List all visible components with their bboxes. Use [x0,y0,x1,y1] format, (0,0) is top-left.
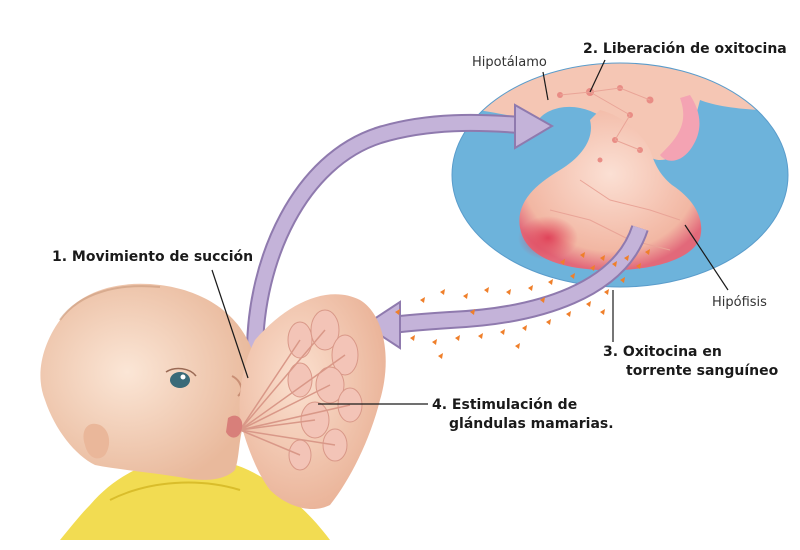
pituitary-label: Hipófisis [712,295,767,310]
baby-and-breast [40,283,386,540]
step-3-label: 3. Oxitocina en torrente sanguíneo [603,343,778,381]
step-3-line-1: 3. Oxitocina en [603,344,722,360]
oxytocin-particles [395,249,650,359]
step-1-label: 1. Movimiento de succión [52,249,254,265]
baby-mouth [226,415,243,438]
step-2-label: 2. Liberación de oxitocina [583,41,787,57]
hypothalamus-tissue [452,63,788,160]
step-4-line-2: glándulas mamarias. [449,416,614,432]
step-4-line-1: 4. Estimulación de [432,397,578,413]
baby-head [40,283,258,480]
hypothalamus-label: Hipotálamo [472,55,547,70]
pituitary-red-area [518,216,578,260]
arrow-oxytocin-to-breast [363,224,649,350]
baby-eye [170,372,190,388]
step-3-line-2: torrente sanguíneo [626,363,779,379]
arrow-signal-to-brain [246,103,554,353]
baby-nose [231,375,243,397]
leader-lines [211,59,729,405]
baby-ear [83,423,110,459]
pink-nerve-tissue [660,95,700,161]
step-4-label: 4. Estimulación de glándulas mamarias. [432,396,614,434]
